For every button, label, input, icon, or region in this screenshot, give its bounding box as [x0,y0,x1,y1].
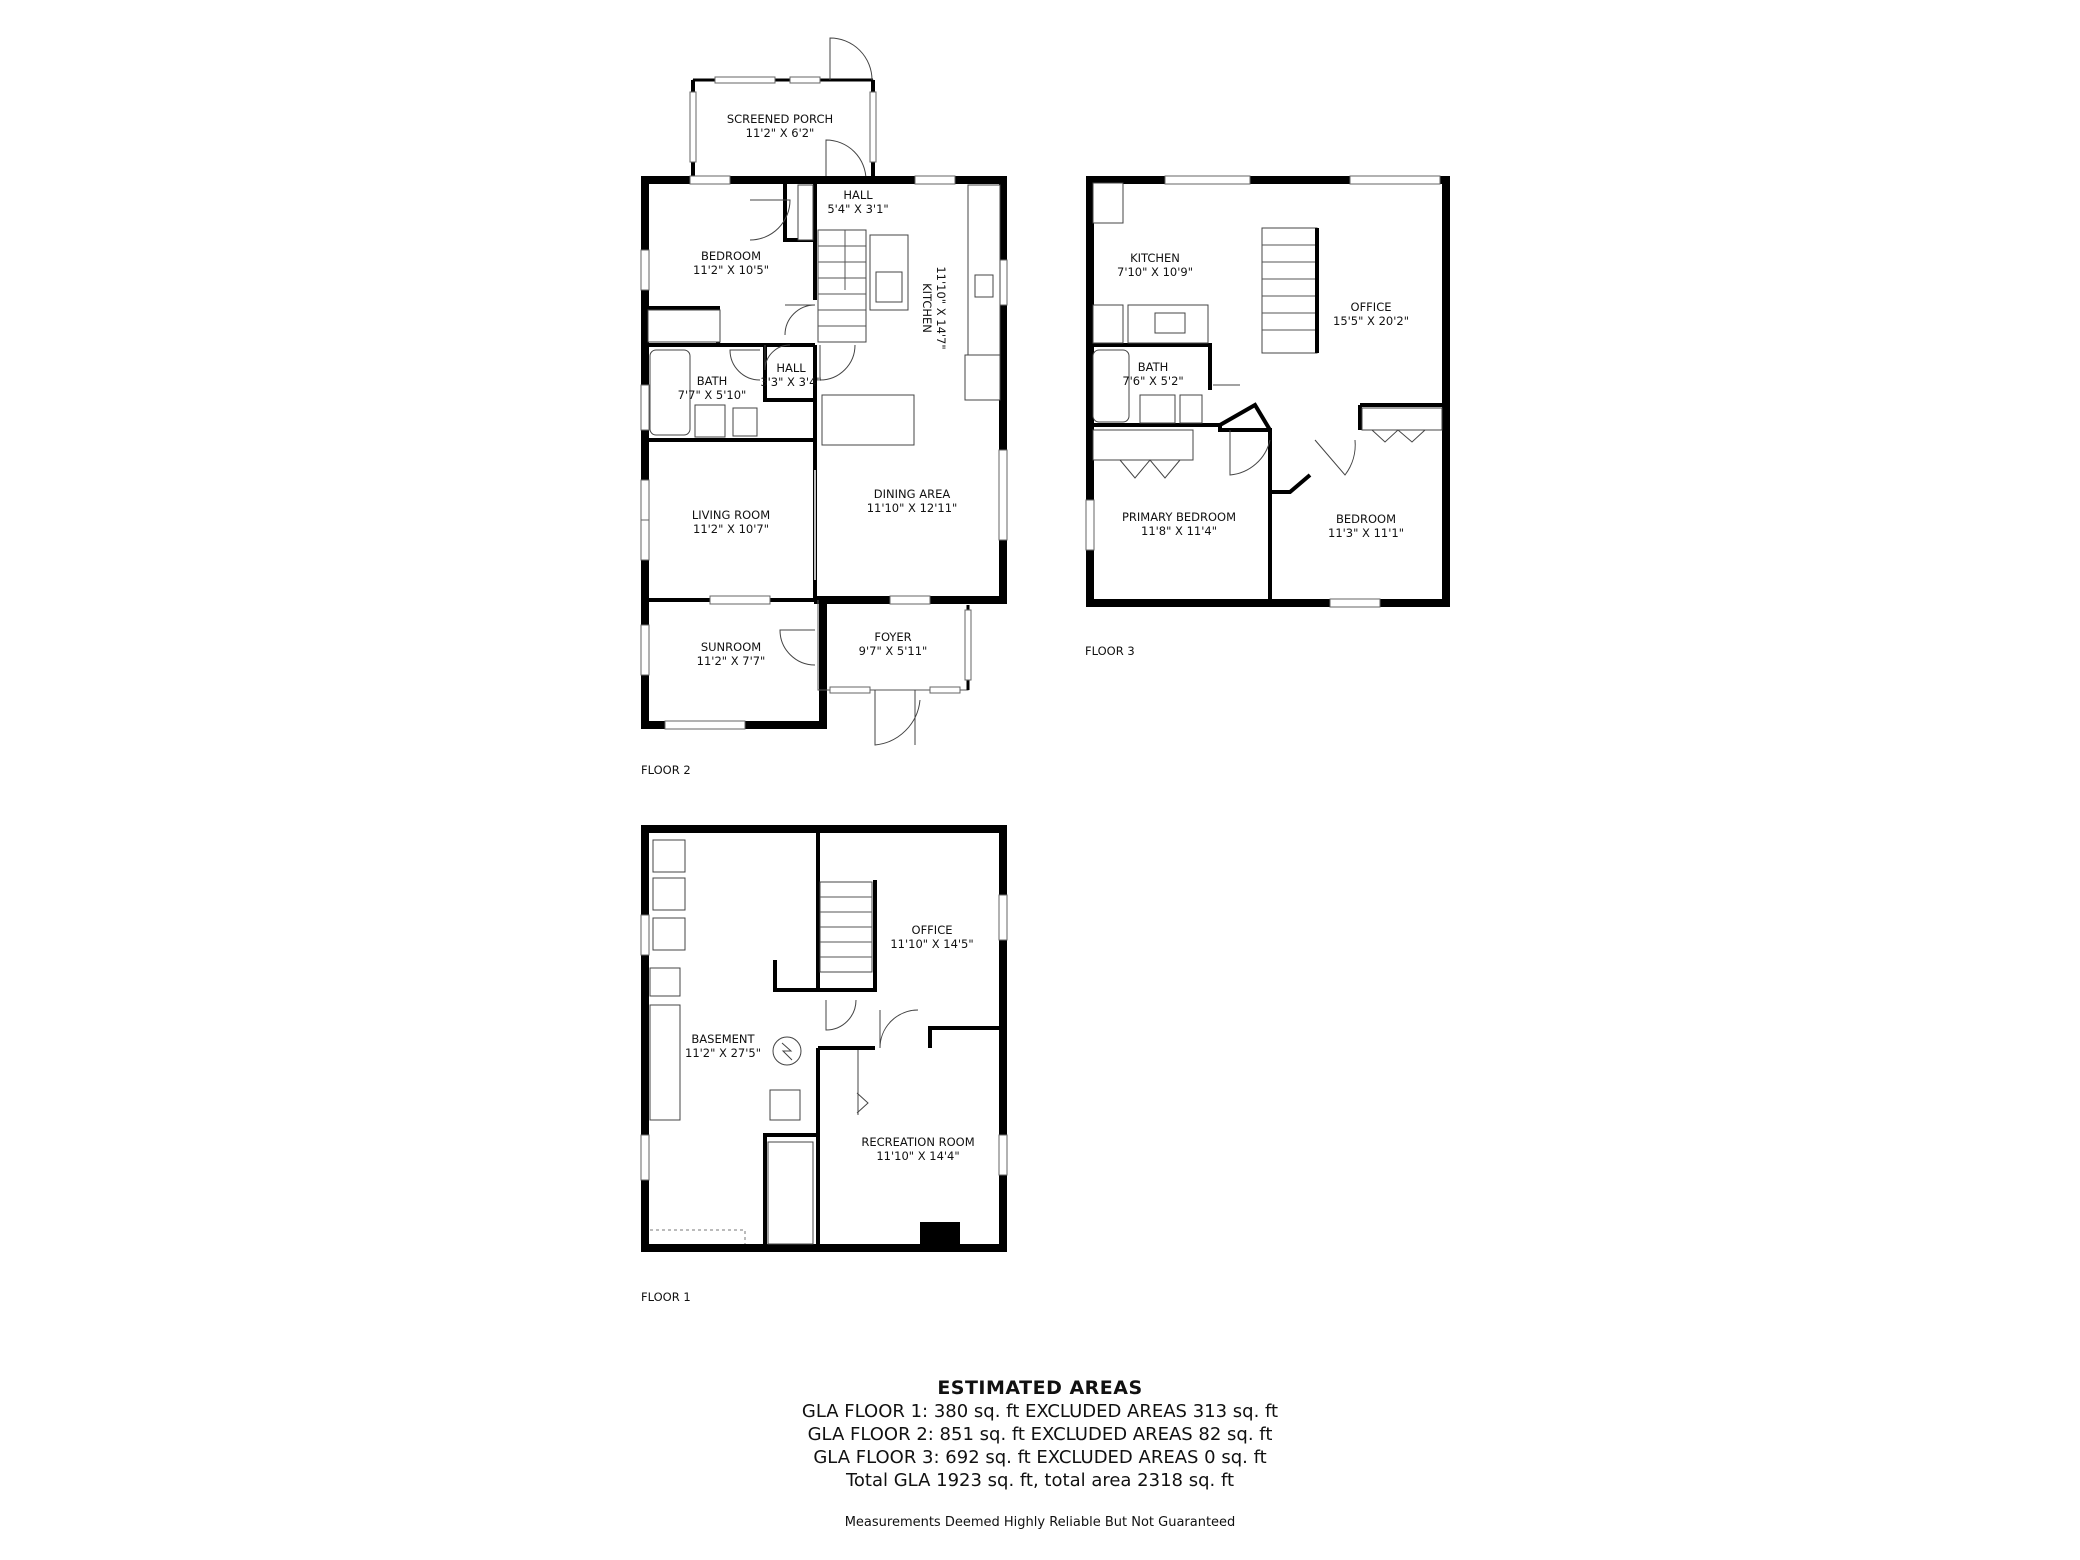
floor2-foyer-dims: 9'7" X 5'11" [859,644,928,658]
screened-porch [689,37,877,181]
floor1-recreation-room-dims: 11'10" X 14'4" [876,1149,959,1163]
floor2-living-room-dims: 11'2" X 10'7" [693,522,769,536]
floor3-office-name: OFFICE [1351,300,1392,314]
floor-3-plan: KITCHEN 7'10" X 10'9" OFFICE 15'5" X 20'… [1085,175,1450,658]
floor-2-stairs [797,184,867,343]
floor2-foyer-name: FOYER [874,630,911,644]
floor3-bedroom-dims: 11'3" X 11'1" [1328,526,1404,540]
floor-1-stairs [819,881,873,973]
floor-3-label: FLOOR 3 [1085,644,1135,658]
floor3-primary-bedroom-name: PRIMARY BEDROOM [1122,510,1236,524]
floor3-bedroom-name: BEDROOM [1336,512,1396,526]
gla-floor-2: GLA FLOOR 2: 851 sq. ft EXCLUDED AREAS 8… [807,1424,1273,1445]
floor2-screened-porch-name: SCREENED PORCH [727,112,833,126]
floor1-recreation-room-name: RECREATION ROOM [861,1135,974,1149]
floor3-bath-name: BATH [1138,360,1169,374]
floor2-hall-top-name: HALL [843,188,873,202]
floor2-dining-area-dims: 11'10" X 12'11" [867,501,958,515]
floor-2-kitchen-fixtures [821,184,1001,446]
floor2-living-room-name: LIVING ROOM [692,508,770,522]
gla-floor-3: GLA FLOOR 3: 692 sq. ft EXCLUDED AREAS 0… [813,1447,1267,1468]
floor3-kitchen-name: KITCHEN [1130,251,1180,265]
floor3-office-dims: 15'5" X 20'2" [1333,314,1409,328]
floor-2-label: FLOOR 2 [641,763,691,777]
floor-1-plan: OFFICE 11'10" X 14'5" BASEMENT 11'2" X 2… [640,825,1008,1304]
floor1-basement-name: BASEMENT [691,1032,755,1046]
floor1-office-dims: 11'10" X 14'5" [890,937,973,951]
floor-2-bath-fixtures [647,309,791,438]
floor2-sunroom-dims: 11'2" X 7'7" [697,654,766,668]
floor-2-plan: SCREENED PORCH 11'2" X 6'2" HALL 5'4" X … [640,37,1008,777]
floor2-sunroom-name: SUNROOM [701,640,761,654]
floor1-office-name: OFFICE [912,923,953,937]
estimated-areas-heading: ESTIMATED AREAS [937,1377,1143,1399]
floor2-bedroom-name: BEDROOM [701,249,761,263]
floor2-bath-dims: 7'7" X 5'10" [678,388,747,402]
floor2-hall-small-dims: 3'3" X 3'4" [760,375,821,389]
estimated-areas: ESTIMATED AREAS GLA FLOOR 1: 380 sq. ft … [0,1376,2080,1492]
floor2-dining-area-name: DINING AREA [874,487,951,501]
floor1-basement-dims: 11'2" X 27'5" [685,1046,761,1060]
total-gla: Total GLA 1923 sq. ft, total area 2318 s… [845,1470,1235,1491]
floor3-bath-dims: 7'6" X 5'2" [1122,374,1183,388]
disclaimer: Measurements Deemed Highly Reliable But … [844,1515,1236,1530]
floor2-screened-porch-dims: 11'2" X 6'2" [746,126,815,140]
floor2-bath-name: BATH [697,374,728,388]
floor-1-label: FLOOR 1 [641,1290,691,1304]
floor2-hall-top-dims: 5'4" X 3'1" [827,202,888,216]
floor3-primary-bedroom-dims: 11'8" X 11'4" [1141,524,1217,538]
floor-3-stairs [1261,227,1319,354]
gla-floor-1: GLA FLOOR 1: 380 sq. ft EXCLUDED AREAS 3… [801,1401,1279,1422]
floor2-kitchen-name: KITCHEN [920,283,934,333]
floor2-kitchen-dims: 11'10" X 14'7" [934,266,948,349]
floor3-kitchen-dims: 7'10" X 10'9" [1117,265,1193,279]
foyer-walls [817,600,972,746]
floor2-hall-small-name: HALL [776,361,806,375]
floor2-bedroom-dims: 11'2" X 10'5" [693,263,769,277]
